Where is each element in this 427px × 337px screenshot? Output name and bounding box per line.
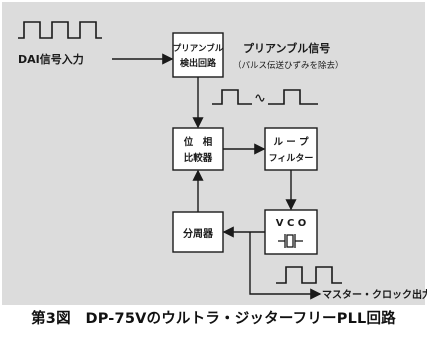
preamble-waveform-right — [268, 89, 318, 105]
output-line — [249, 232, 322, 300]
loop-filter-label-1: ル ー プ — [273, 136, 309, 148]
crystal-icon — [278, 234, 303, 248]
divider-label: 分周器 — [183, 227, 214, 240]
loop-filter-label-2: フィルター — [269, 152, 314, 164]
dai-input-waveform — [18, 21, 102, 39]
input-label: DAI信号入力 — [18, 52, 84, 66]
preamble-detector-label-2: 検出回路 — [180, 57, 217, 69]
phase-comparator-label-2: 比較器 — [184, 152, 213, 164]
vco-label: V C O — [276, 218, 307, 229]
phase-comparator-label-1: 位 相 — [184, 136, 213, 148]
output-clock-waveform — [276, 266, 342, 284]
figure-caption: 第3図 DP-75Vのウルトラ・ジッターフリーPLL回路 — [31, 311, 396, 327]
preamble-signal-title: プリアンブル信号 — [243, 41, 330, 55]
preamble-waveform-left — [212, 89, 252, 105]
output-label: マスター・クロック出力 — [322, 288, 427, 301]
preamble-detector-block — [172, 32, 224, 78]
preamble-detector-label-1: プリアンブル — [173, 43, 224, 54]
waveform-break-mark — [255, 94, 265, 102]
loop-filter-block — [264, 127, 318, 171]
preamble-signal-note: （パルス伝送ひずみを除去） — [233, 60, 344, 71]
divider-block — [172, 211, 224, 253]
